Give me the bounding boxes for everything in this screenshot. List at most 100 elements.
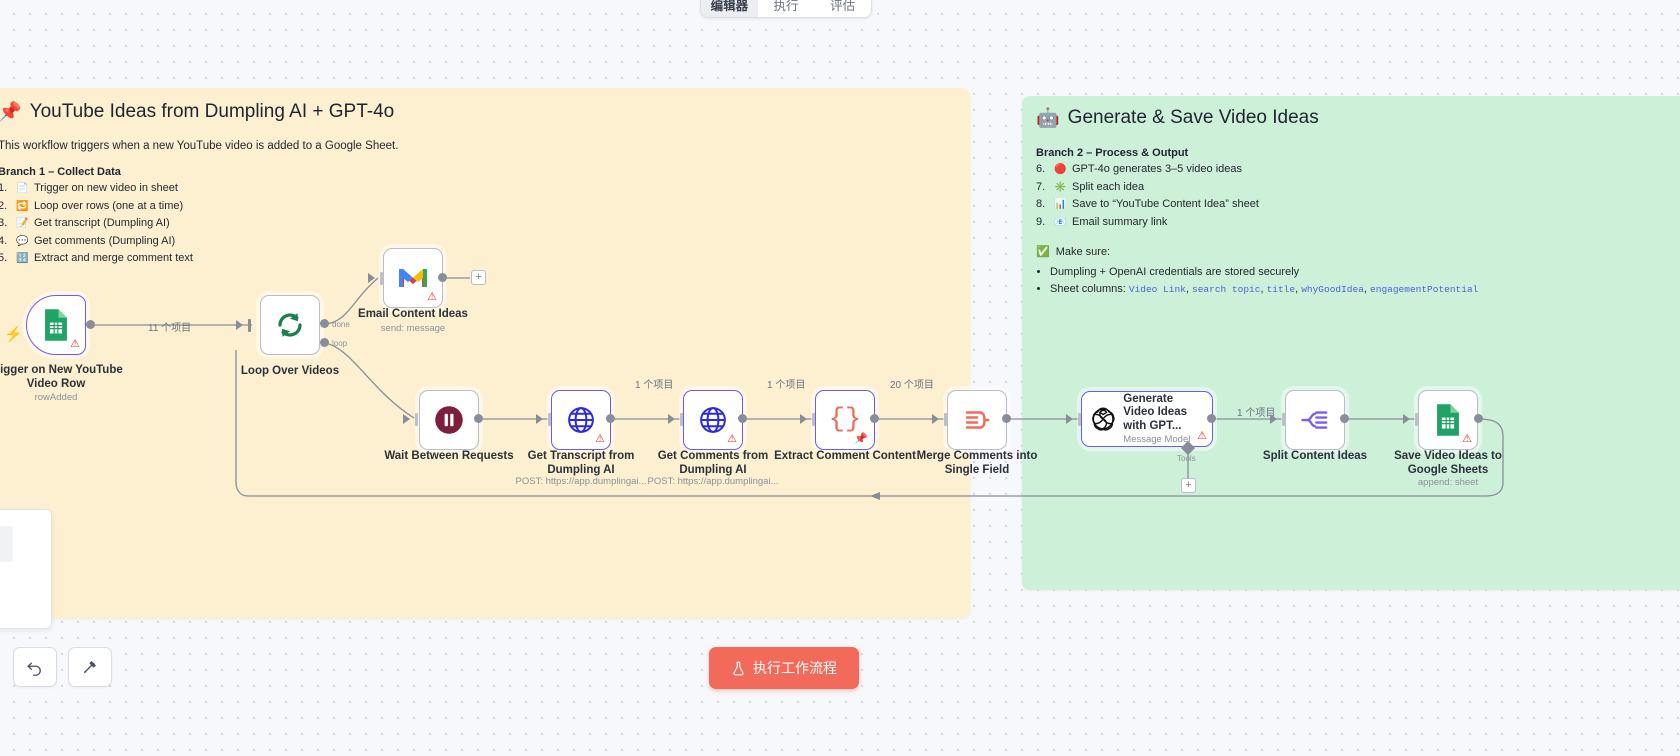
warning-icon: ⚠ (1462, 433, 1472, 445)
add-tool-button[interactable]: + (1181, 478, 1196, 493)
sheet-column-4: whyGoodIdea (1301, 284, 1364, 295)
output-port-wait[interactable] (474, 414, 483, 423)
node-get-comments-from-dumpling-ai[interactable]: ⚠ (683, 390, 743, 450)
edge-label-items-1: 11 个项目 (148, 323, 192, 334)
pause-icon (435, 406, 463, 434)
tidy-up-button[interactable] (68, 647, 112, 687)
tab-editor[interactable]: 编辑器 (701, 0, 758, 17)
add-node-button[interactable]: + (471, 270, 486, 285)
warning-icon: ⚠ (1197, 430, 1207, 442)
input-bar-split (1282, 413, 1285, 426)
tab-executions[interactable]: 执行 (773, 0, 799, 13)
google-sheets-icon (45, 309, 67, 341)
node-title-agent: Generate Video Ideas with GPT... (1123, 392, 1187, 432)
output-port-trigger[interactable] (86, 320, 95, 329)
output-port-agent[interactable] (1207, 414, 1216, 423)
node-extract-comment-content[interactable]: {} 📌 (815, 390, 875, 450)
list-item: Dumpling + OpenAI credentials are stored… (1050, 264, 1680, 281)
edge-label-items-4: 20 个项目 (890, 380, 934, 391)
sticky-note-branch-1[interactable]: 📌 YouTube Ideas from Dumpling AI + GPT-4… (0, 88, 970, 618)
output-port-loop-loop[interactable] (320, 338, 329, 347)
input-bar-comments (680, 413, 683, 426)
step-emoji: 🔢 (16, 253, 29, 264)
sticky-lead-text: This workflow triggers when a new YouTub… (0, 140, 399, 152)
input-arrow-email (368, 273, 375, 283)
globe-icon (700, 407, 726, 433)
openai-icon (1092, 407, 1115, 431)
list-item: 2.🔁Loop over rows (one at a time) (0, 198, 952, 216)
undo-icon (27, 662, 41, 676)
node-generate-video-ideas-with-gpt[interactable]: Generate Video Ideas with GPT... Message… (1081, 391, 1213, 447)
input-bar-wait (415, 413, 418, 426)
node-label-split: Split Content Ideas (1262, 450, 1368, 462)
edge-label-items-3: 1 个项目 (767, 380, 806, 391)
warning-icon: ⚠ (727, 433, 737, 445)
input-arrow-wait (403, 414, 410, 424)
step-emoji: 💬 (16, 235, 29, 247)
input-arrow-split (1270, 414, 1277, 424)
sticky-steps-branch-1: 1.📄Trigger on new video in sheet 2.🔁Loop… (0, 180, 952, 268)
sticky-section-heading-1: Branch 1 – Collect Data (0, 166, 121, 178)
output-port-save[interactable] (1474, 414, 1483, 423)
edge-label-items-2: 1 个项目 (635, 380, 674, 391)
port-label-loop: loop (332, 339, 348, 348)
input-arrow-comments (668, 414, 675, 424)
sticky-title-branch-2: 🤖 Generate & Save Video Ideas (1036, 107, 1319, 129)
sheet-column-2: search topic (1192, 284, 1261, 295)
list-item: 7.✳️Split each idea (1036, 179, 1680, 197)
node-subtitle-agent: Message Model (1123, 434, 1191, 446)
top-tab-strip[interactable]: 编辑器 执行 评估 (700, 0, 872, 18)
input-arrow-agent (1066, 414, 1073, 424)
input-arrow-save (1403, 414, 1410, 424)
node-wait-between-requests[interactable] (419, 390, 479, 450)
node-subtitle-comments: POST: https://app.dumplingai... (647, 476, 779, 487)
list-item: 4.💬Get comments (Dumpling AI) (0, 233, 952, 251)
warning-icon: ⚠ (427, 291, 437, 303)
input-arrow-transcript (536, 414, 543, 424)
sticky-title-branch-1: 📌 YouTube Ideas from Dumpling AI + GPT-4… (0, 101, 395, 123)
input-bar-agent (1078, 413, 1081, 426)
sticky-note-branch-2[interactable]: 🤖 Generate & Save Video Ideas Branch 2 –… (1022, 96, 1680, 590)
step-emoji: 🔴 (1054, 164, 1067, 175)
output-port-split[interactable] (1340, 414, 1349, 423)
aggregate-icon (965, 411, 990, 429)
port-label-done: done (332, 320, 350, 329)
node-email-content-ideas[interactable]: ⚠ (383, 248, 443, 308)
list-item: 1.📄Trigger on new video in sheet (0, 180, 952, 198)
input-bar-merge (944, 413, 947, 426)
output-port-comments[interactable] (738, 414, 747, 423)
side-panel-fragment[interactable] (0, 509, 52, 629)
undo-button[interactable] (13, 647, 57, 687)
node-label-loop: Loop Over Videos (240, 365, 340, 377)
node-label-wait: Wait Between Requests (384, 450, 514, 462)
input-arrow-extract (800, 414, 807, 424)
node-label-extract: Extract Comment Content (774, 450, 916, 462)
pin-icon: 📌 (854, 433, 868, 445)
check-icon: ✅ (1036, 246, 1050, 258)
execute-workflow-label: 执行工作流程 (753, 660, 837, 676)
node-get-transcript-from-dumpling-ai[interactable]: ⚠ (551, 390, 611, 450)
code-braces-icon: {} (828, 405, 862, 435)
execute-workflow-button[interactable]: 执行工作流程 (709, 647, 859, 689)
input-arrow-merge (932, 414, 939, 424)
node-split-content-ideas[interactable] (1285, 390, 1345, 450)
tab-evaluations[interactable]: 评估 (830, 0, 856, 13)
node-subtitle-save: append: sheet (1417, 477, 1479, 488)
node-save-video-ideas-to-google-sheets[interactable]: ⚠ (1418, 390, 1478, 450)
node-trigger-on-new-youtube-video-row[interactable]: ⚠ (26, 295, 86, 355)
list-item: 5.🔢Extract and merge comment text (0, 250, 952, 268)
output-port-loop-done[interactable] (320, 319, 329, 328)
output-port-extract[interactable] (870, 414, 879, 423)
node-subtitle-transcript: POST: https://app.dumplingai... (515, 476, 647, 487)
output-port-transcript[interactable] (606, 414, 615, 423)
node-label-email: Email Content Ideas (358, 308, 468, 320)
node-merge-comments-into-single-field[interactable] (947, 390, 1007, 450)
output-port-merge[interactable] (1002, 414, 1011, 423)
flask-icon (733, 661, 744, 675)
loop-icon (278, 313, 302, 337)
node-loop-over-videos[interactable] (260, 295, 320, 355)
output-port-email[interactable] (438, 273, 447, 282)
panel-placeholder-thumb (0, 526, 13, 562)
step-emoji: ✳️ (1054, 181, 1067, 193)
